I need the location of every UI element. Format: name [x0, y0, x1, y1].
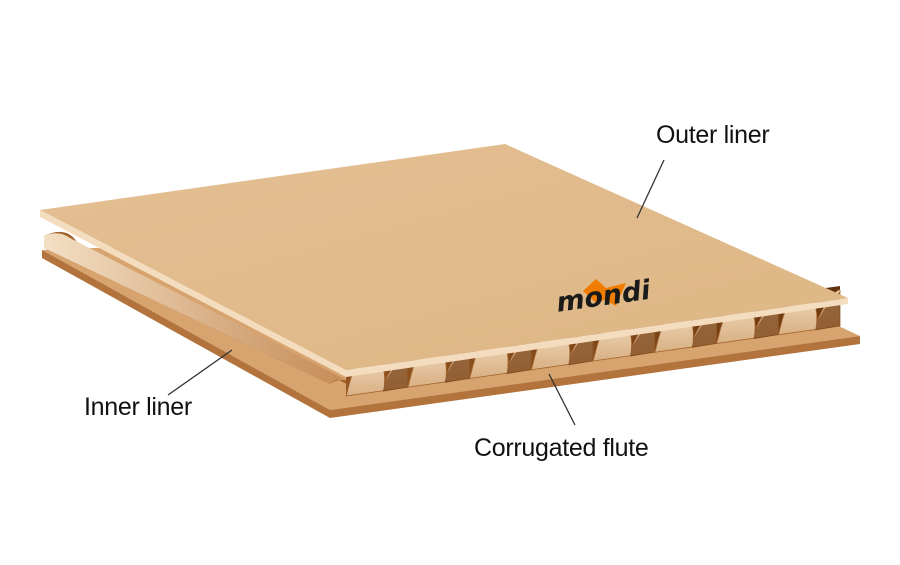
corrugated-flute-leader-line — [548, 373, 576, 426]
outer-liner-leader-line — [636, 159, 665, 219]
outer-liner-surface — [40, 144, 848, 370]
outer-liner-front-edge — [346, 298, 848, 377]
left-flute-tube-highlight — [44, 233, 350, 384]
inner-liner-leader-line — [167, 349, 233, 396]
mondi-logo-mark — [583, 279, 626, 306]
inner-liner-label: Inner liner — [84, 393, 192, 421]
leader-lines — [167, 159, 665, 426]
outer-liner-sheet — [40, 144, 848, 377]
inner-liner-left-edge — [42, 250, 330, 418]
outer-liner-label: Outer liner — [656, 121, 770, 149]
inner-liner-front-edge — [330, 336, 860, 418]
outer-liner-left-edge — [40, 210, 346, 377]
corrugated-flute-label: Corrugated flute — [474, 434, 649, 462]
left-side-flute-tube — [44, 231, 362, 392]
